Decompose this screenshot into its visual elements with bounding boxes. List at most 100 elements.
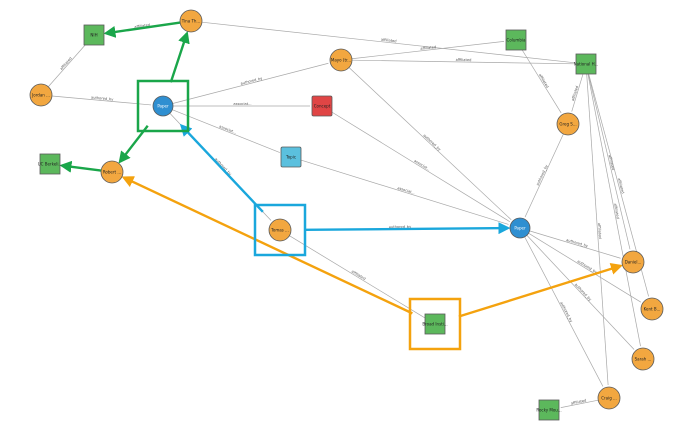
node-person-tina[interactable]: Tina Th...	[179, 9, 203, 33]
edge-concept-paper2	[330, 110, 510, 223]
person-shape	[621, 250, 645, 274]
node-org-ucberk[interactable]: UC Berkeli...	[38, 153, 63, 175]
node-person-mayo[interactable]: Mayo (tr...	[329, 48, 353, 72]
highlight-box-blue	[253, 203, 307, 257]
edge-topic-paper2	[300, 159, 509, 225]
node-label: Tomas ...	[270, 227, 289, 232]
org-shape	[538, 399, 560, 421]
edge-paper1-tina	[169, 31, 190, 83]
edge-label: associat...	[413, 159, 431, 172]
edge-paper1-mayo	[172, 62, 329, 104]
edge-label: authored_by	[576, 259, 598, 275]
topic-shape	[280, 146, 302, 168]
node-person-kent[interactable]: Kent B...	[640, 297, 664, 321]
person-shape	[268, 218, 292, 242]
highlight-box-green	[136, 79, 190, 133]
node-org-broad[interactable]: Broad Insti...	[422, 313, 448, 335]
org-shape	[424, 313, 446, 335]
node-person-daniel[interactable]: Daniel...	[621, 250, 645, 274]
node-label: UC Berkeli...	[38, 161, 63, 166]
edge-jordan-paper1	[51, 95, 152, 106]
edge-mayo-columbia	[351, 41, 505, 60]
node-org-nih[interactable]: NIH	[83, 24, 105, 46]
edge-nationalh-carl	[586, 73, 609, 386]
highlight-box-orange	[408, 297, 462, 351]
edge-label: affiliated	[597, 223, 602, 239]
edge-label: authored_by	[389, 225, 412, 229]
node-label: Kent B...	[644, 306, 661, 311]
edge-paper2-daniel	[529, 230, 621, 259]
node-concept-concept[interactable]: Concept	[311, 95, 333, 117]
node-person-tomas[interactable]: Tomas ...	[268, 218, 292, 242]
node-person-greg[interactable]: Greg S...	[556, 112, 580, 136]
edge-broad-robert	[121, 176, 413, 315]
node-paper-paper2[interactable]: Paper	[509, 217, 531, 239]
edge-label: associat...	[233, 102, 251, 106]
node-topic-topic[interactable]: Topic	[280, 146, 302, 168]
person-shape	[29, 83, 53, 107]
edge-label: affiliated	[59, 56, 72, 70]
node-org-columbia[interactable]: Columbia	[505, 29, 527, 51]
person-shape	[631, 347, 655, 371]
edge-paper2-carl	[524, 236, 604, 387]
edge-broad-daniel	[458, 263, 623, 318]
edge-label: affiliated	[613, 203, 620, 219]
person-shape	[329, 48, 353, 72]
node-label: Topic	[285, 154, 296, 159]
edge-label: affiliated	[617, 178, 625, 194]
edge-tomas-broad	[289, 235, 425, 319]
node-label: Paper	[514, 225, 526, 230]
edge-label: authored_by	[91, 95, 115, 101]
edge-label: affiliated	[571, 85, 579, 101]
edge-mayo-paper2	[348, 67, 512, 221]
paper-shape	[509, 217, 531, 239]
node-person-sarah[interactable]: Sarah ...	[631, 347, 655, 371]
edge-robert-ucberk	[59, 160, 102, 173]
edge-label: authored_by	[240, 76, 264, 86]
nodes-layer: Tina Th... NIH Jordan ... Paper ConceptTopic…	[29, 9, 664, 421]
edge-tomas-paper2	[304, 222, 511, 235]
edge-carl-rocky	[560, 399, 599, 408]
edge-label: authored_by	[422, 133, 442, 152]
node-person-jordan[interactable]: Jordan ...	[29, 83, 53, 107]
node-label: NIH	[90, 32, 97, 37]
node-label: Mayo (tr...	[331, 57, 351, 62]
edge-label: affiliated	[538, 73, 550, 89]
edge-nationalh-sarah	[587, 73, 641, 347]
node-label: Craig ...	[601, 395, 617, 400]
node-label: National H...	[574, 61, 599, 66]
edge-nationalh-daniel	[587, 73, 631, 250]
edge-label: affiliated	[420, 45, 436, 51]
edge-label: affiliated	[134, 23, 150, 29]
edge-paper2-kent	[528, 232, 642, 303]
org-shape	[83, 24, 105, 46]
edge-greg-paper2	[524, 133, 564, 218]
node-paper-paper1[interactable]: Paper	[152, 95, 174, 117]
node-person-carl[interactable]: Craig ...	[597, 386, 621, 410]
edge-tina-nationalh	[201, 21, 575, 64]
edge-paper2-sarah	[526, 235, 635, 350]
node-label: Concept	[314, 103, 331, 108]
edge-nationalh-greg	[571, 73, 584, 112]
node-org-rocky[interactable]: Rocky Mou...	[536, 399, 562, 421]
concept-shape	[311, 95, 333, 117]
node-label: Broad Insti...	[422, 321, 447, 326]
node-person-robert[interactable]: Robert ...	[100, 160, 124, 184]
org-shape	[39, 153, 61, 175]
person-shape	[556, 112, 580, 136]
node-label: Robert ...	[103, 169, 121, 174]
edge-label: authored_by	[574, 283, 593, 303]
node-label: Jordan ...	[31, 92, 50, 97]
edge-tomas-paper1	[179, 123, 264, 213]
node-label: Paper	[157, 103, 169, 108]
edge-label: authored_by	[559, 301, 573, 324]
edge-mayo-nationalh	[351, 59, 575, 65]
node-org-nationalh[interactable]: National H...	[574, 53, 599, 75]
edge-label: authored_by	[566, 238, 589, 249]
node-label: Tina Th...	[181, 18, 200, 23]
person-shape	[640, 297, 664, 321]
node-label: Greg S...	[559, 121, 576, 126]
org-shape	[575, 53, 597, 75]
edge-label: affiliated	[608, 154, 616, 170]
